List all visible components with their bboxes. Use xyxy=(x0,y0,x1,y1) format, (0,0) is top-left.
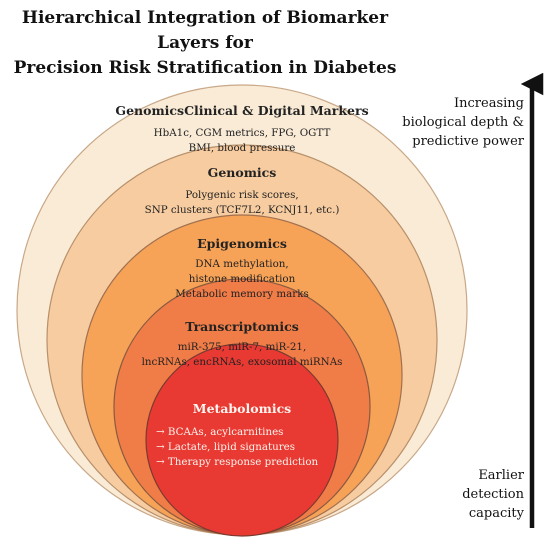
layer-metabolomics: Metabolomics → BCAAs, acylcarnitines → L… xyxy=(142,401,342,470)
layer-genomics-line-2: SNP clusters (TCF7L2, KCNJ11, etc.) xyxy=(144,204,340,216)
title-line-1: Hierarchical Integration of Biomarker La… xyxy=(21,8,389,53)
metabolomics-item-2: → Lactate, lipid signatures xyxy=(156,440,342,455)
arrow-right-icon: → xyxy=(156,426,165,438)
title-line-2: Precision Risk Stratification in Diabete… xyxy=(13,58,397,78)
metabolomics-item-3: → Therapy response prediction xyxy=(156,455,342,470)
axis-bottom-label: Earlier detection capacity xyxy=(404,466,524,523)
layer-circle-metabolomics xyxy=(145,343,339,537)
layer-epigenomics-line-2: histone modification xyxy=(188,273,296,285)
layer-epigenomics-line-1: DNA methylation, xyxy=(195,258,289,270)
layer-epigenomics: Epigenomics DNA methylation, histone mod… xyxy=(92,236,392,302)
axis-bottom-line-3: capacity xyxy=(468,506,524,521)
arrow-right-icon: → xyxy=(156,456,165,468)
layer-transcriptomics-title: Transcriptomics xyxy=(185,319,299,334)
axis-bottom-line-2: detection xyxy=(462,487,524,502)
metabolomics-item-1: → BCAAs, acylcarnitines xyxy=(156,425,342,440)
arrow-right-icon: → xyxy=(156,441,165,453)
axis-top-line-2: biological depth & xyxy=(402,115,524,130)
axis-bottom-line-1: Earlier xyxy=(478,468,524,483)
layer-transcriptomics-line-1: miR-375, miR-7, miR-21, xyxy=(177,341,307,353)
layer-clinical-line-2: BMI, blood pressure xyxy=(188,142,296,154)
diagram-title: Hierarchical Integration of Biomarker La… xyxy=(0,6,410,81)
layer-genomics-title: Genomics xyxy=(207,165,277,180)
layer-clinical-title: GenomicsClinical & Digital Markers xyxy=(115,103,369,118)
metabolomics-item-2-text: Lactate, lipid signatures xyxy=(167,441,296,453)
axis-top-line-3: predictive power xyxy=(412,134,524,149)
layer-epigenomics-line-3: Metabolic memory marks xyxy=(175,288,309,300)
metabolomics-item-3-text: Therapy response prediction xyxy=(167,456,319,468)
metabolomics-item-1-text: BCAAs, acylcarnitines xyxy=(167,426,284,438)
layer-metabolomics-title: Metabolomics xyxy=(192,401,292,416)
layer-transcriptomics-line-2: lncRNAs, encRNAs, exosomal miRNAs xyxy=(141,356,343,368)
layer-epigenomics-title: Epigenomics xyxy=(197,236,287,251)
axis-top-line-1: Increasing xyxy=(454,96,524,111)
axis-top-label: Increasing biological depth & predictive… xyxy=(364,94,524,151)
layer-genomics-line-1: Polygenic risk scores, xyxy=(185,189,299,201)
layer-transcriptomics: Transcriptomics miR-375, miR-7, miR-21, … xyxy=(92,319,392,370)
layer-clinical: GenomicsClinical & Digital Markers HbA1c… xyxy=(92,103,392,156)
layer-clinical-line-1: HbA1c, CGM metrics, FPG, OGTT xyxy=(153,127,331,139)
layer-genomics: Genomics Polygenic risk scores, SNP clus… xyxy=(92,165,392,218)
